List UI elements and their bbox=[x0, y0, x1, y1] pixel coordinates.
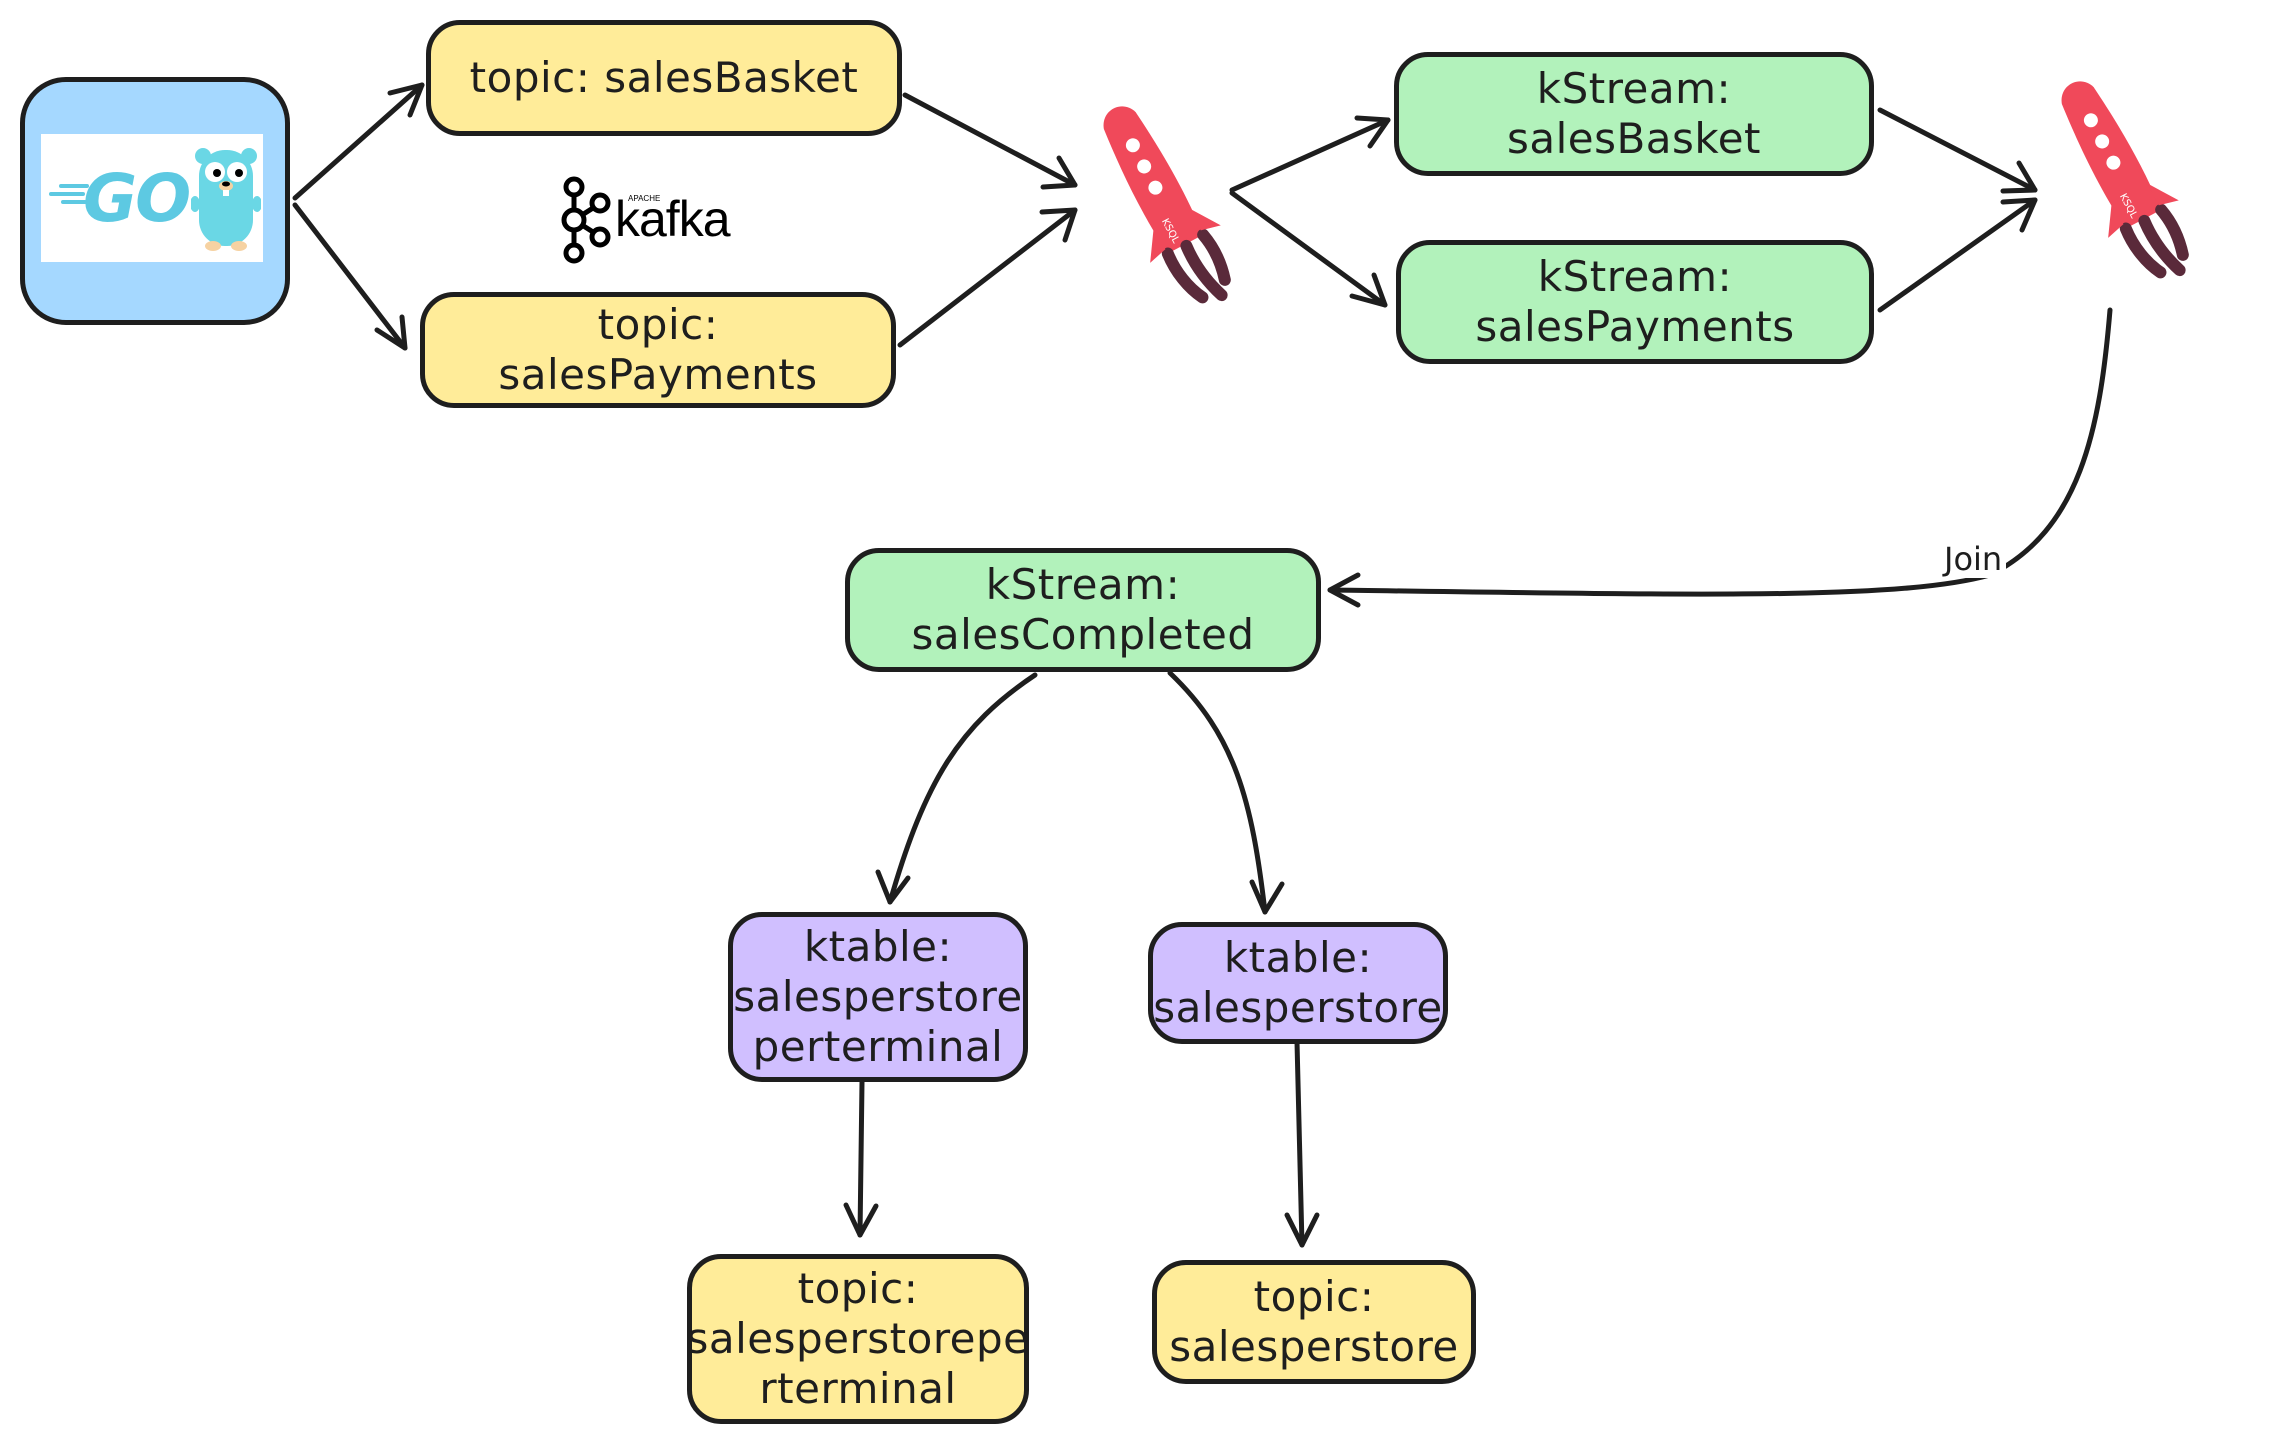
kafka-logo-text: kafka bbox=[615, 191, 731, 247]
topic-salesperstore-perterminal-node[interactable]: topic: salesperstorepe rterminal bbox=[687, 1254, 1029, 1424]
arrow-go-to-sales-payments bbox=[292, 202, 408, 351]
arrow-ksql-to-kstream-basket bbox=[1229, 115, 1391, 193]
topic-sales-basket-node[interactable]: topic: salesBasket bbox=[426, 20, 902, 136]
arrow-ksql-to-kstream-payments bbox=[1229, 190, 1388, 308]
kstream-sales-basket-node[interactable]: kStream: salesBasket bbox=[1394, 52, 1874, 176]
arrow-kstream-basket-to-ksql bbox=[1877, 107, 2038, 194]
topic-salesperstore-perterminal-label: topic: salesperstorepe rterminal bbox=[686, 1264, 1030, 1413]
arrow-kstream-payments-to-ksql bbox=[1877, 197, 2038, 313]
join-edge-label: Join bbox=[1940, 540, 2007, 578]
ktable-salesperstore-perterminal-node[interactable]: ktable: salesperstore perterminal bbox=[728, 912, 1028, 1082]
gopher-icon bbox=[191, 148, 261, 251]
kstream-sales-basket-label: kStream: salesBasket bbox=[1506, 64, 1762, 163]
arrow-sales-basket-to-ksql bbox=[902, 92, 1078, 190]
arrow-ktable-perterminal-to-topic bbox=[843, 1079, 879, 1238]
ktable-salesperstore-perterminal-label: ktable: salesperstore perterminal bbox=[733, 922, 1023, 1071]
kstream-sales-payments-label: kStream: salesPayments bbox=[1475, 252, 1795, 351]
arrow-sales-completed-to-ktable-salesperstore bbox=[1167, 670, 1285, 915]
topic-sales-payments-label: topic: salesPayments bbox=[498, 300, 818, 399]
kstream-sales-completed-label: kStream: salesCompleted bbox=[911, 560, 1255, 659]
kafka-logo: APACHE kafka bbox=[558, 175, 748, 265]
arrow-go-to-sales-basket bbox=[292, 82, 425, 201]
kafka-apache-text: APACHE bbox=[628, 194, 661, 203]
ksql-rocket-icon: KSQL bbox=[1103, 106, 1231, 304]
ksql-rocket-join-icon: KSQL bbox=[2061, 81, 2189, 279]
topic-sales-basket-label: topic: salesBasket bbox=[469, 53, 859, 102]
go-logo-text: GO bbox=[83, 159, 191, 237]
kafka-icon bbox=[561, 176, 611, 264]
arrow-sales-completed-to-ktable-perterminal bbox=[875, 672, 1038, 905]
topic-sales-payments-node[interactable]: topic: salesPayments bbox=[420, 292, 896, 408]
arrow-join-to-sales-completed bbox=[1327, 307, 2113, 608]
go-speed-lines-icon bbox=[49, 184, 89, 204]
ktable-salesperstore-node[interactable]: ktable: salesperstore bbox=[1148, 922, 1448, 1044]
topic-salesperstore-label: topic: salesperstore bbox=[1169, 1272, 1459, 1371]
go-logo: GO bbox=[41, 134, 263, 262]
arrow-ktable-salesperstore-to-topic bbox=[1284, 1039, 1320, 1248]
kstream-sales-completed-node[interactable]: kStream: salesCompleted bbox=[845, 548, 1321, 672]
arrow-sales-payments-to-ksql bbox=[897, 207, 1078, 348]
topic-salesperstore-node[interactable]: topic: salesperstore bbox=[1152, 1260, 1476, 1384]
ktable-salesperstore-label: ktable: salesperstore bbox=[1153, 933, 1443, 1032]
kstream-sales-payments-node[interactable]: kStream: salesPayments bbox=[1396, 240, 1874, 364]
